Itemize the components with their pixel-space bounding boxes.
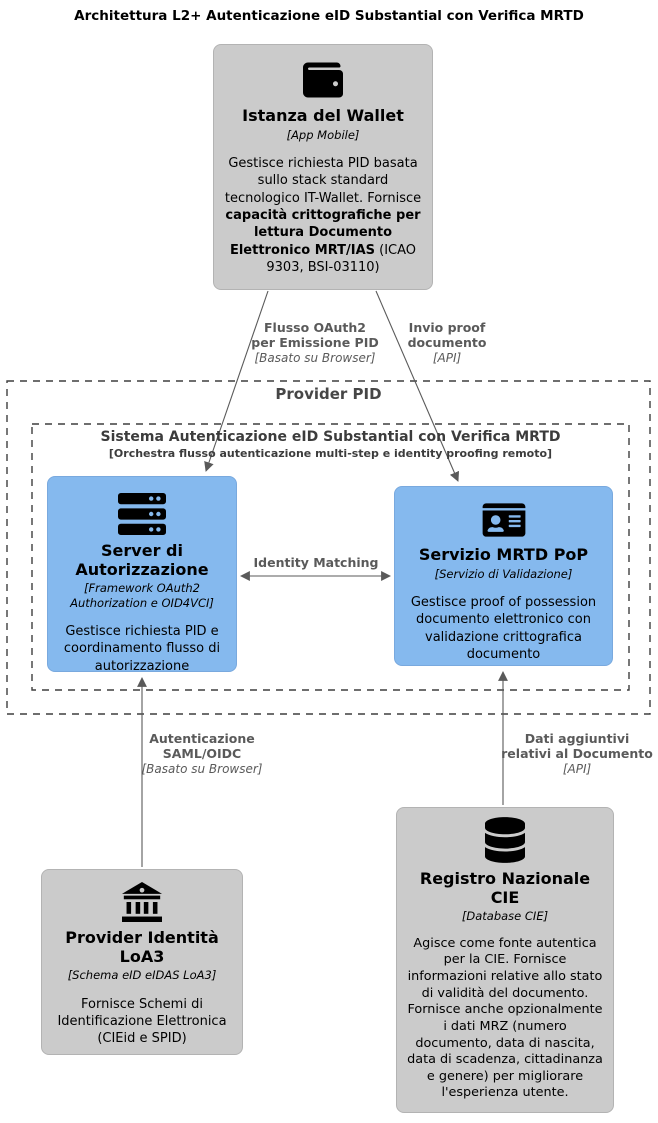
edge-label-saml-oidc-authentication: Autenticazione SAML/OIDC [Basato su Brow… (141, 731, 263, 777)
node-description: Gestisce proof of possession documento e… (410, 595, 597, 662)
node-wallet-instance: Istanza del Wallet [App Mobile] Gestisce… (213, 44, 433, 290)
node-description: Gestisce richiesta PID basata sullo stac… (224, 156, 422, 275)
node-subtitle: [App Mobile] (286, 127, 360, 142)
node-cie-national-registry: Registro Nazionale CIE [Database CIE] Ag… (396, 807, 614, 1113)
node-subtitle: [Framework OAuth2 Authorization e OID4VC… (70, 581, 214, 610)
wallet-icon (300, 60, 346, 100)
edge-label-send-document-proof: Invio proof documento [API] (407, 320, 487, 366)
node-subtitle: [Database CIE] (461, 909, 549, 924)
id-card-icon (480, 501, 528, 539)
edge-label-oauth2-pid-flow: Flusso OAuth2 per Emissione PID [Basato … (251, 320, 379, 366)
node-title: Provider Identità LoA3 (65, 928, 219, 966)
system-boundary-header: Sistema Autenticazione eID Substantial c… (32, 429, 629, 460)
node-title: Istanza del Wallet (242, 106, 404, 125)
node-description: Gestisce richiesta PID e coordinamento f… (63, 624, 221, 672)
edge-label-additional-document-data: Dati aggiuntivi relativi al Documento [A… (501, 731, 653, 777)
node-description: Fornisce Schemi di Identificazione Elett… (57, 996, 227, 1047)
node-identity-provider-loa3: Provider Identità LoA3 [Schema eID eIDAS… (41, 869, 243, 1055)
node-authorization-server: Server di Autorizzazione [Framework OAut… (47, 476, 237, 672)
bank-icon (120, 882, 164, 922)
node-description: Agisce come fonte autentica per la CIE. … (407, 935, 603, 1101)
node-title: Server di Autorizzazione (75, 541, 209, 579)
provider-pid-boundary-title: Provider PID (275, 385, 382, 403)
node-subtitle: [Servizio di Validazione] (434, 566, 573, 581)
diagram-title: Architettura L2+ Autenticazione eID Subs… (74, 8, 584, 24)
node-subtitle: [Schema eID eIDAS LoA3] (67, 968, 217, 983)
server-icon (118, 493, 166, 535)
database-icon (485, 817, 525, 863)
edge-label-identity-matching: Identity Matching (253, 555, 379, 570)
node-mrtd-pop-service: Servizio MRTD PoP [Servizio di Validazio… (394, 486, 613, 666)
node-title: Servizio MRTD PoP (418, 545, 589, 564)
system-boundary-subtitle: [Orchestra flusso autenticazione multi-s… (108, 447, 553, 461)
node-title: Registro Nazionale CIE (419, 869, 591, 907)
system-boundary-title: Sistema Autenticazione eID Substantial c… (100, 429, 561, 445)
